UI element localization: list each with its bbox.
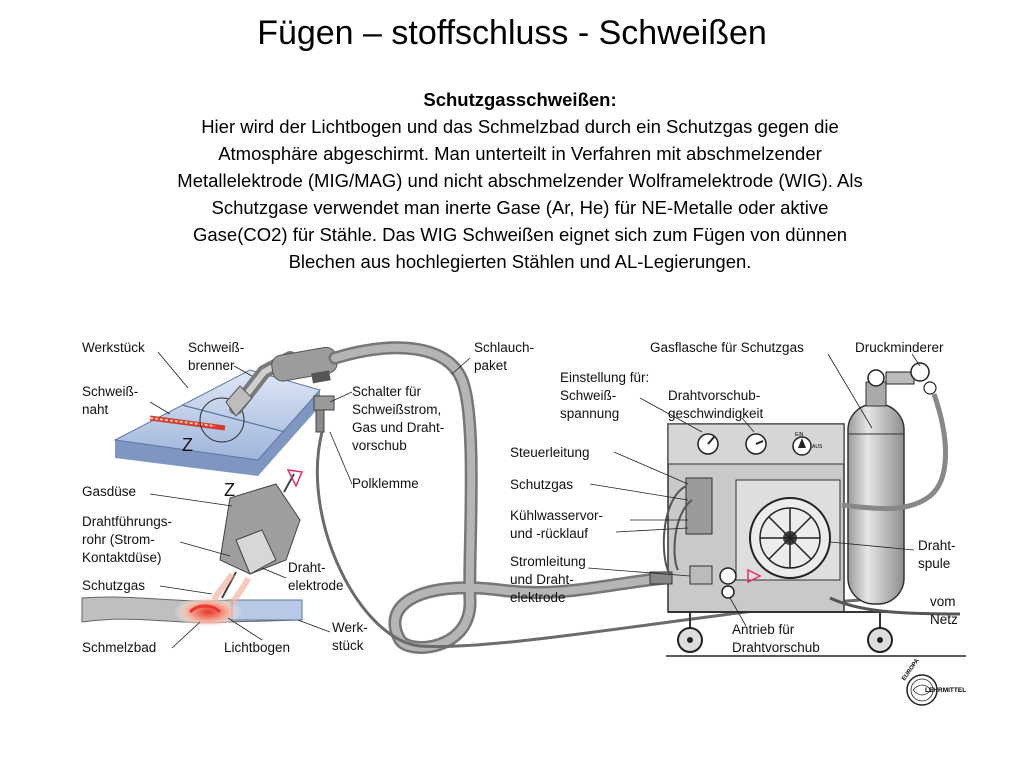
detail-torch (211, 469, 304, 606)
label-schutzgas-right: Schutzgas (510, 477, 573, 492)
label-lichtbogen: Lichtbogen (224, 640, 290, 655)
label-drahtfuehrung-2: rohr (Strom- (82, 532, 155, 547)
welding-diagram: Z Z (81, 340, 966, 706)
label-einstellung-1: Einstellung für: (560, 370, 649, 385)
label-schlauchpaket-2: paket (474, 358, 507, 373)
intro-line: Schutzgase verwendet man inerte Gase (Ar… (211, 197, 829, 218)
label-schalter-4: vorschub (352, 438, 407, 453)
label-werkstueck2-1: Werk- (332, 620, 368, 635)
label-vom-netz-1: vom (930, 594, 956, 609)
label-stromleitung-2: und Draht- (510, 572, 574, 587)
pressure-regulator (841, 362, 949, 512)
z-marker-detail: Z (224, 480, 235, 500)
welding-machine: EIN AUS (649, 423, 966, 657)
label-schalter-2: Schweißstrom, (352, 402, 441, 417)
publisher-logo: EUROPA LEHRMITTEL (901, 657, 966, 706)
workpiece-plate (113, 369, 321, 476)
feed-arrow-icon (747, 568, 762, 584)
leader-lines (149, 351, 921, 649)
label-stromleitung-3: elektrode (510, 590, 566, 605)
label-schutzgas-left: Schutzgas (82, 578, 145, 593)
intro-line: Blechen aus hochlegierten Stählen und AL… (288, 251, 752, 272)
label-einstellung-3: spannung (560, 406, 619, 421)
label-schlauchpaket-1: Schlauch- (474, 340, 534, 355)
label-drahtvorschub-2: geschwindigkeit (668, 406, 764, 421)
label-schalter-1: Schalter für (352, 384, 422, 399)
mains-cable (829, 596, 961, 616)
feed-roller (719, 567, 737, 585)
intro-line: Hier wird der Lichtbogen und das Schmelz… (201, 116, 839, 137)
label-werkstueck2-2: stück (332, 638, 364, 653)
logo-side-text: LEHRMITTEL (925, 687, 966, 694)
label-gasduese: Gasdüse (82, 484, 136, 499)
label-schweissnaht-1: Schweiß- (82, 384, 138, 399)
detail-z-circle (199, 397, 245, 443)
label-drahtfuehrung-1: Drahtführungs- (82, 514, 172, 529)
weld-seam (149, 415, 226, 431)
label-kuehlwasser-1: Kühlwasservor- (510, 508, 603, 523)
label-drahtspule-2: spule (918, 556, 950, 571)
slide-title: Fügen – stoffschluss - Schweißen (257, 14, 767, 52)
label-werkstueck: Werkstück (82, 340, 145, 355)
label-antrieb-1: Antrieb für (732, 622, 795, 637)
intro-line: Metallelektrode (MIG/MAG) und nicht absc… (177, 170, 863, 191)
label-gasflasche: Gasflasche für Schutzgas (650, 340, 804, 355)
label-einstellung-2: Schweiß- (560, 388, 616, 403)
ground-clamp (313, 395, 861, 649)
label-drahtelektrode-1: Draht- (288, 560, 326, 575)
label-schweissnaht-2: naht (82, 402, 109, 417)
welding-torch (225, 346, 338, 417)
label-kuehlwasser-2: und -rücklauf (510, 526, 588, 541)
label-schweissbrenner-2: brenner (188, 358, 235, 373)
switch-off-label: AUS (812, 444, 823, 450)
label-drahtvorschub-1: Drahtvorschub- (668, 388, 760, 403)
label-polklemme: Polklemme (352, 476, 419, 491)
label-steuerleitung: Steuerleitung (510, 445, 590, 460)
switch-on-label: EIN (795, 432, 804, 438)
label-vom-netz-2: Netz (930, 612, 958, 627)
label-schalter-3: Gas und Draht- (352, 420, 444, 435)
gas-cylinder (847, 381, 905, 605)
label-stromleitung-1: Stromleitung (510, 554, 586, 569)
intro-text: Schutzgasschweißen: Hier wird der Lichtb… (80, 86, 960, 275)
label-drahtfuehrung-3: Kontaktdüse) (82, 550, 162, 565)
label-schmelzbad: Schmelzbad (82, 640, 156, 655)
label-schweissbrenner-1: Schweiß- (188, 340, 244, 355)
intro-heading: Schutzgasschweißen: (423, 89, 617, 110)
intro-line: Gase(CO2) für Stähle. Das WIG Schweißen … (193, 224, 847, 245)
workpiece-detail (81, 596, 303, 628)
intro-line: Atmosphäre abgeschirmt. Man unterteilt i… (218, 143, 822, 164)
z-marker-top: Z (182, 435, 193, 455)
label-drahtspule-1: Draht- (918, 538, 956, 553)
wire-feed-arrow-icon (286, 469, 304, 488)
label-antrieb-2: Drahtvorschub (732, 640, 820, 655)
label-drahtelektrode-2: elektrode (288, 578, 344, 593)
label-druckminderer: Druckminderer (855, 340, 944, 355)
